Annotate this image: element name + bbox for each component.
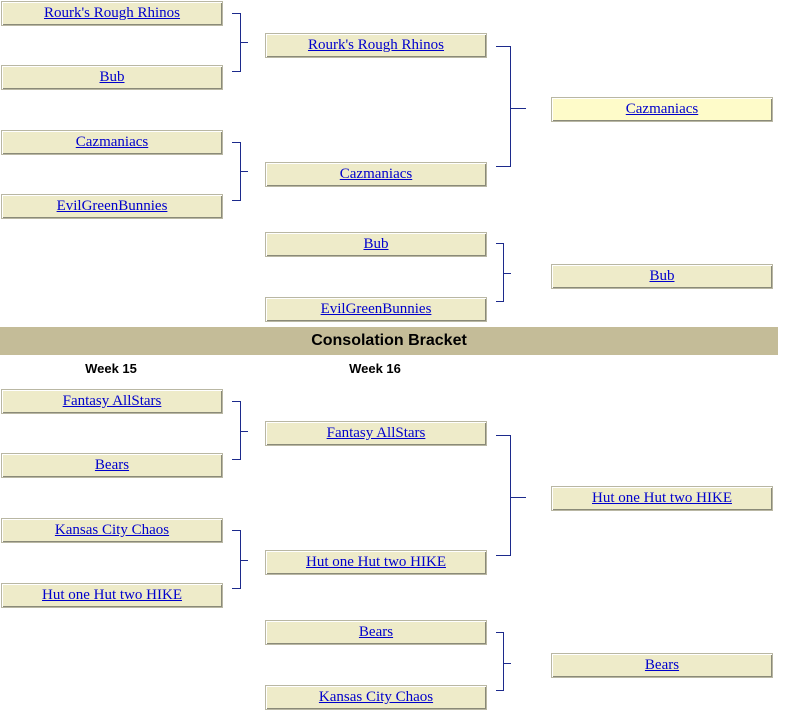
bracket-connector xyxy=(503,243,504,302)
team-box: Fantasy AllStars xyxy=(1,389,223,414)
bracket-connector xyxy=(496,46,511,47)
team-box: Fantasy AllStars xyxy=(265,421,487,446)
team-box: Cazmaniacs xyxy=(1,130,223,155)
team-box: Kansas City Chaos xyxy=(265,685,487,710)
champion-box: Cazmaniacs xyxy=(551,97,773,122)
bracket-connector xyxy=(496,632,504,633)
bracket-connector xyxy=(510,108,526,109)
team-link[interactable]: Bears xyxy=(644,657,680,673)
team-box: Rourk's Rough Rhinos xyxy=(265,33,487,58)
team-link[interactable]: Bub xyxy=(99,69,125,85)
consolation-winner-box: Hut one Hut two HIKE xyxy=(551,486,773,511)
bracket-connector xyxy=(510,497,526,498)
team-link[interactable]: EvilGreenBunnies xyxy=(320,301,432,317)
team-box: EvilGreenBunnies xyxy=(1,194,223,219)
team-box: Hut one Hut two HIKE xyxy=(1,583,223,608)
week-label: Week 15 xyxy=(85,361,137,376)
bracket-connector xyxy=(240,560,248,561)
bracket-connector xyxy=(232,142,240,143)
team-link[interactable]: Rourk's Rough Rhinos xyxy=(43,5,181,21)
team-box: Hut one Hut two HIKE xyxy=(265,550,487,575)
team-link[interactable]: Hut one Hut two HIKE xyxy=(306,554,446,570)
team-link[interactable]: EvilGreenBunnies xyxy=(56,198,168,214)
team-box: Cazmaniacs xyxy=(265,162,487,187)
bracket-connector xyxy=(232,200,240,201)
week-label: Week 16 xyxy=(349,361,401,376)
team-link[interactable]: Bub xyxy=(649,268,675,284)
team-link[interactable]: Rourk's Rough Rhinos xyxy=(307,37,445,53)
team-link[interactable]: Kansas City Chaos xyxy=(318,689,434,705)
bracket-connector xyxy=(503,273,511,274)
team-box: Bears xyxy=(265,620,487,645)
team-link[interactable]: Cazmaniacs xyxy=(339,166,413,182)
bracket-connector xyxy=(496,243,504,244)
bracket-connector xyxy=(232,459,240,460)
consolation-bracket-header: Consolation Bracket xyxy=(0,327,778,355)
bracket-connector xyxy=(503,663,511,664)
bracket-connector xyxy=(510,46,511,167)
bracket-connector xyxy=(496,435,511,436)
team-box: Bears xyxy=(551,653,773,678)
team-box: Rourk's Rough Rhinos xyxy=(1,1,223,26)
third-place-box: Bub xyxy=(551,264,773,289)
team-link[interactable]: Bears xyxy=(94,457,130,473)
champion-link[interactable]: Cazmaniacs xyxy=(625,101,699,117)
team-link[interactable]: Cazmaniacs xyxy=(75,134,149,150)
team-link[interactable]: Fantasy AllStars xyxy=(62,393,162,409)
team-link[interactable]: Bears xyxy=(358,624,394,640)
bracket-connector xyxy=(232,13,240,14)
bracket-connector xyxy=(232,401,240,402)
team-box: EvilGreenBunnies xyxy=(265,297,487,322)
bracket-connector xyxy=(496,166,511,167)
bracket-connector xyxy=(232,71,240,72)
bracket-connector xyxy=(240,401,241,460)
bracket-connector xyxy=(496,301,504,302)
bracket-connector xyxy=(510,435,511,556)
team-link[interactable]: Fantasy AllStars xyxy=(326,425,426,441)
team-link[interactable]: Kansas City Chaos xyxy=(54,522,170,538)
team-box: Bub xyxy=(1,65,223,90)
team-link[interactable]: Bub xyxy=(363,236,389,252)
bracket-connector xyxy=(240,431,248,432)
bracket-connector xyxy=(240,42,248,43)
bracket-connector xyxy=(232,530,240,531)
bracket-connector xyxy=(240,171,248,172)
team-link[interactable]: Hut one Hut two HIKE xyxy=(42,587,182,603)
team-box: Bub xyxy=(265,232,487,257)
team-box: Bears xyxy=(1,453,223,478)
team-box: Kansas City Chaos xyxy=(1,518,223,543)
bracket-connector xyxy=(503,632,504,691)
bracket-connector xyxy=(232,588,240,589)
bracket-connector xyxy=(240,530,241,589)
bracket-connector xyxy=(496,690,504,691)
bracket-connector xyxy=(496,555,511,556)
team-link[interactable]: Hut one Hut two HIKE xyxy=(592,490,732,506)
